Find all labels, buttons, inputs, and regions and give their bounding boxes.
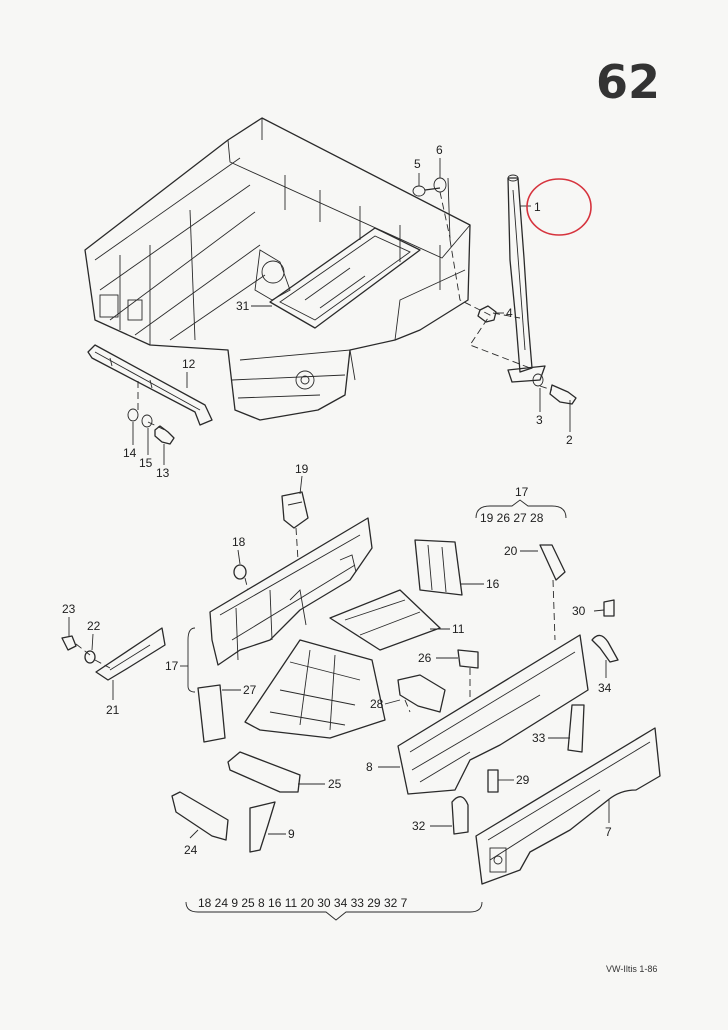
callout-32: 32: [412, 819, 426, 833]
callout-11: 11: [452, 622, 465, 636]
callout-2: 2: [566, 433, 573, 447]
bolt-set-13-14-15: [127, 408, 175, 445]
part-29: [487, 769, 499, 793]
outer-fender-part-7: [475, 727, 661, 885]
callout-20: 20: [504, 544, 518, 558]
highlight-circle: [526, 178, 592, 236]
callout-3: 3: [536, 413, 543, 427]
callout-14: 14: [123, 446, 137, 460]
callout-8: 8: [366, 760, 373, 774]
group-17-members: 19 26 27 28: [480, 511, 544, 525]
part-34: [591, 634, 619, 663]
cross-member: [87, 344, 213, 426]
callout-7: 7: [605, 825, 612, 839]
callout-9: 9: [288, 827, 295, 841]
grommet-part-18: [233, 564, 247, 580]
front-body-structure: [84, 117, 471, 421]
callout-16: 16: [486, 577, 500, 591]
page-number: 62: [596, 55, 660, 109]
part-26: [457, 649, 479, 669]
callout-26: 26: [418, 651, 432, 665]
bracket-nut-bolt-21-22-23: [61, 627, 166, 681]
panel-part-27: [197, 684, 226, 743]
part-33: [567, 704, 585, 753]
strut-part-1: [507, 174, 546, 383]
assembly-part-list: 18 24 9 25 8 16 11 20 30 34 33 29 32 7: [198, 896, 408, 910]
callout-24: 24: [184, 843, 198, 857]
callout-12: 12: [182, 357, 196, 371]
bracket-part-19: [281, 491, 309, 529]
callout-5: 5: [414, 157, 421, 171]
sill-part-24: [171, 791, 229, 841]
callout-21: 21: [106, 703, 120, 717]
callout-13: 13: [156, 466, 170, 480]
callout-labels: 1 2 3 4 5 6 31 12 14 15 13 19 17 19 26 2…: [62, 143, 612, 910]
callout-22: 22: [87, 619, 101, 633]
callout-25: 25: [328, 777, 342, 791]
callout-30: 30: [572, 604, 586, 618]
inner-wheel-housing: [209, 517, 373, 666]
callout-27: 27: [243, 683, 257, 697]
callout-18: 18: [232, 535, 246, 549]
screw-and-clip-5-6: [412, 177, 451, 241]
callout-29: 29: [516, 773, 530, 787]
callout-28: 28: [370, 697, 384, 711]
part-20: [539, 544, 566, 581]
panel-part-16: [414, 539, 463, 596]
nut-washer-bolt-2-3-4: [477, 305, 577, 405]
callout-17-top: 17: [515, 485, 529, 499]
part-32: [451, 796, 469, 835]
bracket-part-9: [249, 801, 276, 853]
callout-6: 6: [436, 143, 443, 157]
callout-19: 19: [295, 462, 309, 476]
inner-fender-part-8: [397, 634, 589, 795]
tunnel-cover-plate: [269, 227, 421, 329]
callout-1: 1: [534, 200, 541, 214]
callout-33: 33: [532, 731, 546, 745]
floor-pan-part-11: [244, 589, 441, 739]
callout-23: 23: [62, 602, 76, 616]
callout-17-left: 17: [165, 659, 179, 673]
callout-4: 4: [506, 306, 513, 320]
part-28: [397, 674, 446, 713]
part-30: [603, 599, 615, 617]
footer-label: VW-Iltis 1-86: [606, 964, 657, 974]
callout-31: 31: [236, 299, 250, 313]
sill-part-25: [227, 751, 301, 793]
callout-15: 15: [139, 456, 153, 470]
callout-34: 34: [598, 681, 612, 695]
callout-leaders: [68, 158, 610, 921]
